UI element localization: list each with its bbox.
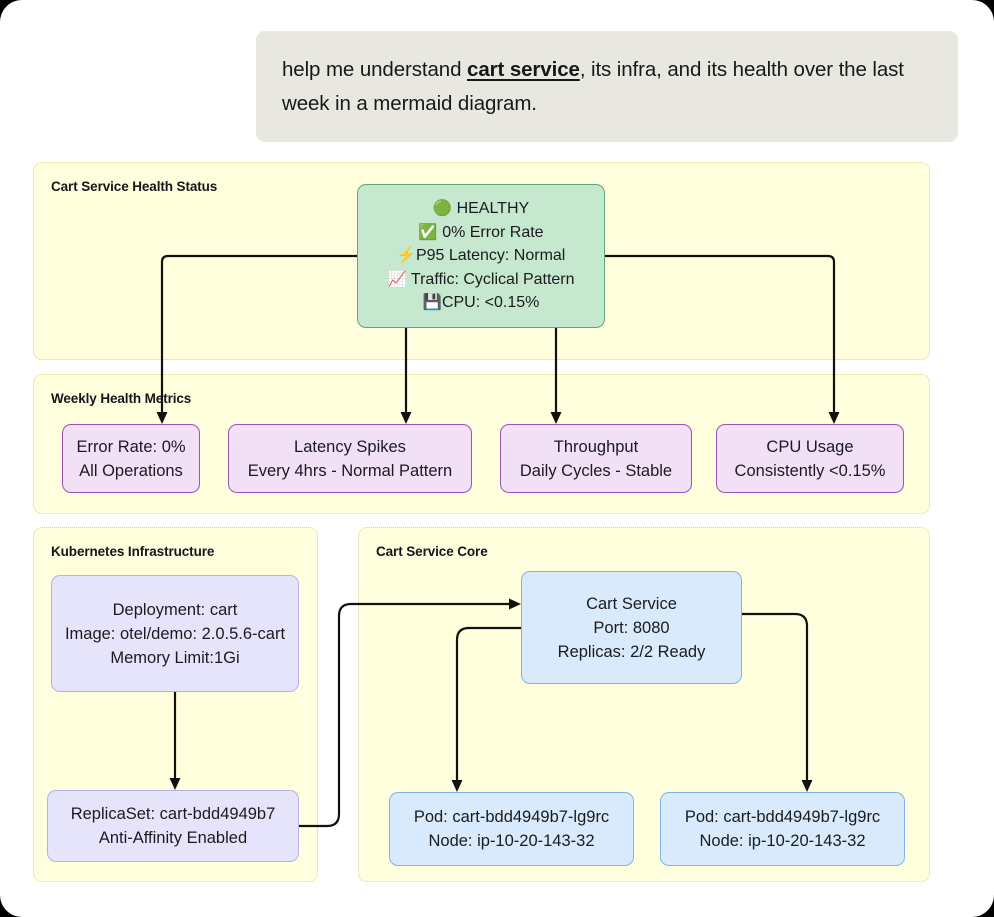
subgraph-title-metrics: Weekly Health Metrics — [51, 391, 192, 406]
node-replicaset[interactable]: ReplicaSet: cart-bdd4949b7 Anti-Affinity… — [47, 790, 299, 862]
user-prompt-bubble: help me understand cart service, its inf… — [256, 31, 958, 142]
node-cart-service[interactable]: Cart Service Port: 8080 Replicas: 2/2 Re… — [521, 571, 742, 684]
node-pod-1[interactable]: Pod: cart-bdd4949b7-lg9rc Node: ip-10-20… — [389, 792, 634, 866]
node-error-rate[interactable]: Error Rate: 0% All Operations — [62, 424, 200, 493]
cpu-usage-line1: CPU Usage — [766, 437, 854, 456]
cart-service-line3: Replicas: 2/2 Ready — [557, 642, 706, 661]
subgraph-title-health: Cart Service Health Status — [51, 179, 218, 194]
health-line-traffic: 📈 Traffic: Cyclical Pattern — [387, 270, 575, 288]
pod1-line1: Pod: cart-bdd4949b7-lg9rc — [413, 808, 610, 826]
lightning-bolt-icon: ⚡ — [396, 247, 416, 265]
subgraph-title-k8s: Kubernetes Infrastructure — [51, 544, 215, 559]
node-latency-spikes[interactable]: Latency Spikes Every 4hrs - Normal Patte… — [228, 424, 472, 493]
deployment-line1: Deployment: cart — [112, 600, 238, 619]
health-line-error-rate: ✅ 0% Error Rate — [418, 223, 544, 241]
pod2-line1: Pod: cart-bdd4949b7-lg9rc — [684, 808, 881, 826]
health-line-latency: ⚡P95 Latency: Normal — [396, 247, 566, 265]
cart-service-line1: Cart Service — [586, 594, 677, 613]
node-health-status[interactable]: 🟢 HEALTHY ✅ 0% Error Rate ⚡P95 Latency: … — [357, 184, 605, 328]
error-rate-line1: Error Rate: 0% — [76, 437, 186, 456]
node-throughput[interactable]: Throughput Daily Cycles - Stable — [500, 424, 692, 493]
node-cpu-usage[interactable]: CPU Usage Consistently <0.15% — [716, 424, 904, 493]
health-line-healthy: 🟢 HEALTHY — [432, 200, 530, 218]
deployment-line3: Memory Limit:1Gi — [110, 648, 240, 667]
pod2-line2: Node: ip-10-20-143-32 — [699, 832, 866, 850]
check-mark-icon: ✅ — [418, 223, 438, 241]
floppy-disk-icon: 💾 — [422, 294, 442, 312]
green-circle-icon: 🟢 — [432, 200, 453, 218]
node-pod-2[interactable]: Pod: cart-bdd4949b7-lg9rc Node: ip-10-20… — [660, 792, 905, 866]
chart-increasing-icon: 📈 — [387, 270, 407, 288]
latency-line1: Latency Spikes — [294, 437, 406, 456]
prompt-text-before: help me understand — [282, 58, 468, 81]
pod1-line2: Node: ip-10-20-143-32 — [428, 832, 595, 850]
throughput-line2: Daily Cycles - Stable — [519, 461, 673, 480]
error-rate-line2: All Operations — [79, 461, 183, 480]
cpu-usage-line2: Consistently <0.15% — [734, 461, 886, 480]
subgraph-title-core: Cart Service Core — [376, 544, 488, 559]
prompt-text-after: , its infra, and its health over the las… — [282, 58, 904, 115]
user-prompt-text: help me understand cart service, its inf… — [282, 53, 932, 121]
node-deployment[interactable]: Deployment: cart Image: otel/demo: 2.0.5… — [51, 575, 299, 692]
replicaset-line2: Anti-Affinity Enabled — [98, 829, 248, 847]
deployment-line2: Image: otel/demo: 2.0.5.6-cart — [64, 624, 286, 643]
latency-line2: Every 4hrs - Normal Pattern — [247, 461, 453, 480]
replicaset-line1: ReplicaSet: cart-bdd4949b7 — [70, 805, 276, 823]
prompt-emphasis-cart-service: cart service — [467, 58, 580, 81]
health-line-cpu: 💾CPU: <0.15% — [422, 294, 540, 312]
cart-service-line2: Port: 8080 — [593, 618, 670, 637]
throughput-line1: Throughput — [553, 437, 639, 456]
